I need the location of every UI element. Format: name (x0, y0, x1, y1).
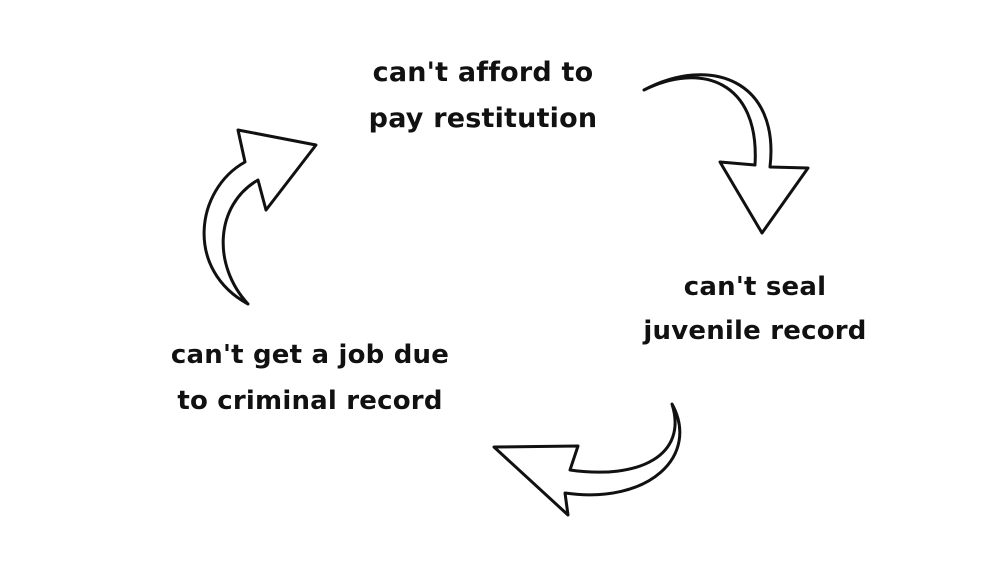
node-line: can't get a job due (170, 340, 450, 370)
arrow-top-to-right (642, 73, 810, 235)
cycle-node-seal-record: can't seal juvenile record (620, 265, 890, 353)
arrow-right-to-bottom (492, 402, 682, 517)
node-line: can't afford to (372, 57, 594, 88)
node-line: pay restitution (368, 103, 598, 134)
node-line: can't seal (683, 272, 827, 302)
arrow-left-to-top (202, 128, 318, 306)
node-line: to criminal record (177, 386, 443, 416)
cycle-node-job: can't get a job due to criminal record (140, 332, 480, 424)
node-line: juvenile record (643, 316, 867, 346)
cycle-node-restitution: can't afford to pay restitution (338, 50, 628, 142)
